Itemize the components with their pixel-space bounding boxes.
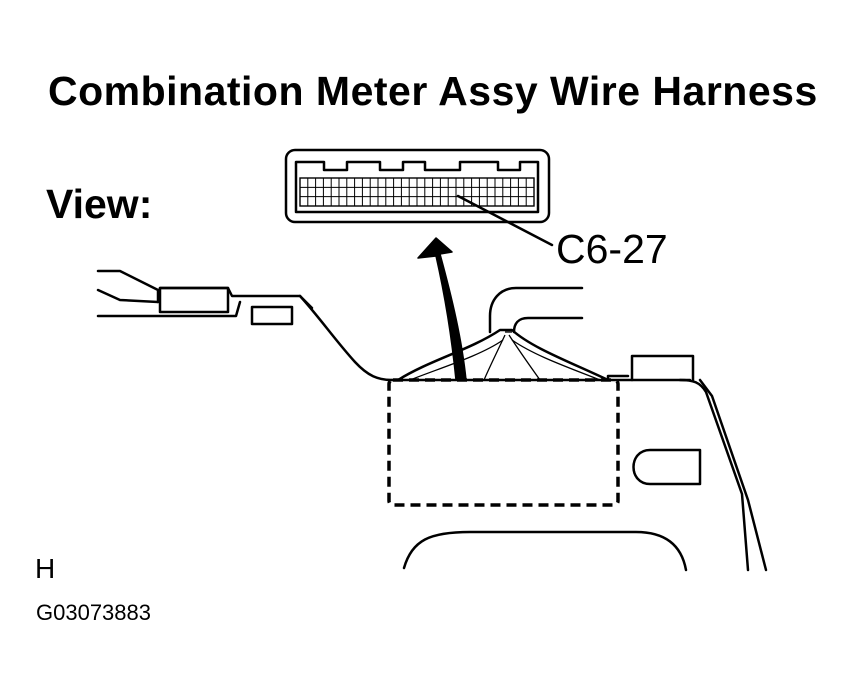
lower-dash-arc xyxy=(402,530,688,572)
view-label: View: xyxy=(46,181,153,227)
right-panel-structure xyxy=(606,354,768,572)
corner-mark: H xyxy=(35,553,56,584)
diagram-title: Combination Meter Assy Wire Harness xyxy=(48,68,818,114)
connector-location-dashed-box xyxy=(387,378,620,507)
wire-harness-bundle xyxy=(396,286,610,382)
connector-pin-grid xyxy=(299,177,535,207)
connector-callout-label: C6-27 xyxy=(556,226,668,272)
view-direction-arrow xyxy=(417,237,467,381)
meter-bracket xyxy=(96,269,394,382)
connector-face xyxy=(284,148,551,224)
figure-id: G03073883 xyxy=(36,600,151,625)
callout-leader-line xyxy=(456,194,554,247)
